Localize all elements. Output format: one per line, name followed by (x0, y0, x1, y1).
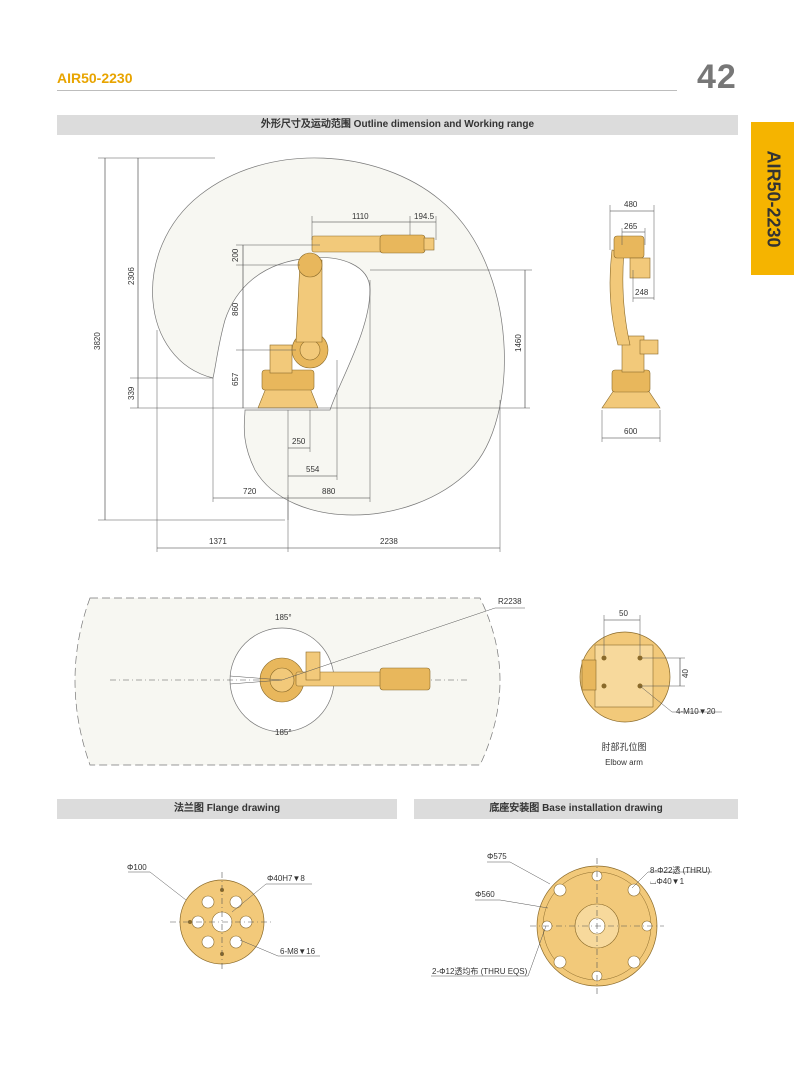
dim-880: 880 (322, 487, 336, 496)
elbow-holes: 4-M10▼20 (676, 707, 716, 716)
base-drawing (431, 858, 712, 994)
dim-657: 657 (231, 372, 240, 386)
dim-250: 250 (292, 437, 306, 446)
section-base-title: 底座安装图 Base installation drawing (414, 799, 738, 819)
dim-248: 248 (635, 288, 649, 297)
elbow-dim-50: 50 (619, 609, 628, 618)
base-holes-thru: 8-Φ22透 (THRU) (650, 866, 710, 875)
elbow-drawing (579, 615, 722, 723)
header-rule (57, 90, 677, 91)
dim-2306: 2306 (127, 267, 136, 285)
front-view-robot (601, 235, 661, 409)
dim-1110: 1110 (352, 212, 369, 221)
dim-480: 480 (624, 200, 638, 209)
dim-265: 265 (624, 222, 638, 231)
side-tab: AIR50-2230 (751, 122, 794, 275)
dim-2238: 2238 (380, 537, 398, 546)
dim-194-5: 194.5 (414, 212, 435, 221)
dim-339: 339 (127, 386, 136, 400)
elbow-dim-40: 40 (681, 669, 690, 678)
flange-dim-40h7: Φ40H7▼8 (267, 874, 305, 883)
top-view-annotations (229, 607, 525, 685)
top-view-angle-bottom: 185° (275, 728, 292, 737)
base-dim-575: Φ575 (487, 852, 507, 861)
base-holes-eqs: 2-Φ12透均布 (THRU EQS) (432, 966, 528, 976)
side-view-working-range (152, 157, 505, 516)
front-view-dimensions (601, 205, 661, 442)
base-dim-560: Φ560 (475, 890, 495, 899)
dim-600: 600 (624, 427, 638, 436)
dim-554: 554 (306, 465, 320, 474)
top-view-radius: R2238 (498, 597, 522, 606)
page-number: 42 (697, 58, 737, 96)
flange-drawing (128, 871, 320, 972)
base-holes-counterbore: ⌴Φ40▼1 (650, 877, 685, 886)
model-title: AIR50-2230 (57, 70, 133, 86)
dim-720: 720 (243, 487, 257, 496)
dim-1460: 1460 (514, 334, 523, 352)
dim-200: 200 (231, 248, 240, 262)
elbow-caption-cn: 肘部孔位图 (601, 741, 646, 752)
dim-860: 860 (231, 302, 240, 316)
side-view-robot (257, 234, 435, 409)
dim-1371: 1371 (209, 537, 227, 546)
section-flange-title: 法兰图 Flange drawing (57, 799, 397, 819)
top-view-angle-top: 185° (275, 613, 292, 622)
flange-dim-100: Φ100 (127, 863, 147, 872)
section-outline-title: 外形尺寸及运动范围 Outline dimension and Working … (57, 115, 738, 135)
side-view-dimensions (98, 157, 532, 552)
dim-3820: 3820 (93, 332, 102, 350)
elbow-caption-en: Elbow arm (605, 758, 643, 767)
flange-holes: 6-M8▼16 (280, 947, 316, 956)
